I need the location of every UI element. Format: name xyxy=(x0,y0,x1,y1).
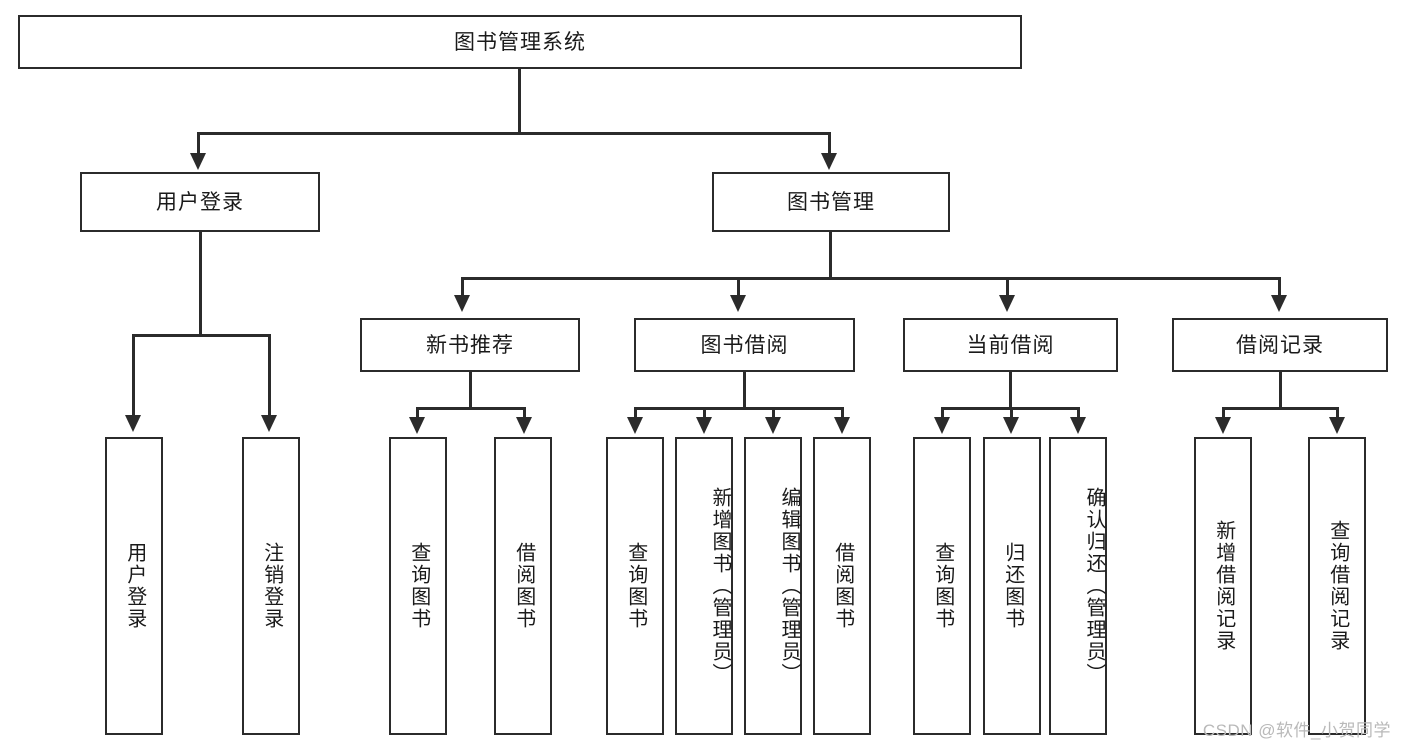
connector-book-mgmt-to-record xyxy=(1278,277,1281,299)
node-borrow-record[interactable]: 借阅记录 xyxy=(1172,318,1388,372)
connector-new-book-leaf-1 xyxy=(416,407,419,421)
arrowhead-book-mgmt-to-borrow xyxy=(730,295,746,312)
arrowhead-user-login-leaf-1 xyxy=(125,415,141,432)
leaf-borrow-record-query[interactable]: 查询借阅记录 xyxy=(1308,437,1366,735)
arrowhead-new-book-leaf-2 xyxy=(516,417,532,434)
arrowhead-current-borrow-leaf-2 xyxy=(1003,417,1019,434)
connector-new-book-leaf-2 xyxy=(523,407,526,421)
leaf-borrow-record-add[interactable]: 新增借阅记录 xyxy=(1194,437,1252,735)
connector-user-login-bar xyxy=(132,334,270,337)
node-label: 用户登录 xyxy=(123,542,146,630)
node-current-borrow[interactable]: 当前借阅 xyxy=(903,318,1118,372)
connector-user-login-stem xyxy=(199,232,202,336)
arrowhead-current-borrow-leaf-1 xyxy=(934,417,950,434)
node-label: 编辑图书（管理员） xyxy=(778,487,800,685)
arrowhead-book-mgmt-to-new-book xyxy=(454,295,470,312)
leaf-current-borrow-query[interactable]: 查询图书 xyxy=(913,437,971,735)
connector-book-borrow-bar xyxy=(634,407,844,410)
node-root-system[interactable]: 图书管理系统 xyxy=(18,15,1022,69)
node-label: 查询图书 xyxy=(407,542,430,630)
node-label: 借阅图书 xyxy=(831,542,854,630)
leaf-new-book-borrow[interactable]: 借阅图书 xyxy=(494,437,552,735)
node-label: 当前借阅 xyxy=(966,333,1055,357)
arrowhead-book-borrow-leaf-1 xyxy=(627,417,643,434)
connector-current-borrow-leaf-3 xyxy=(1077,407,1080,421)
node-label: 图书管理系统 xyxy=(454,30,586,54)
connector-current-borrow-leaf-2 xyxy=(1010,407,1013,421)
connector-borrow-record-stem xyxy=(1279,372,1282,409)
connector-book-mgmt-bar xyxy=(461,277,1281,280)
watermark-text: CSDN @软件_小贺同学 xyxy=(1202,721,1391,740)
leaf-current-borrow-confirm-return[interactable]: 确认归还（管理员） xyxy=(1049,437,1107,735)
connector-new-book-bar xyxy=(416,407,526,410)
arrowhead-book-mgmt-to-record xyxy=(1271,295,1287,312)
connector-book-mgmt-stem xyxy=(829,232,832,279)
arrowhead-borrow-record-leaf-1 xyxy=(1215,417,1231,434)
connector-current-borrow-stem xyxy=(1009,372,1012,409)
leaf-book-borrow-edit[interactable]: 编辑图书（管理员） xyxy=(744,437,802,735)
node-user-login[interactable]: 用户登录 xyxy=(80,172,320,232)
node-label: 用户登录 xyxy=(156,190,244,214)
arrowhead-root-to-user-login xyxy=(190,153,206,170)
leaf-book-borrow-add[interactable]: 新增图书（管理员） xyxy=(675,437,733,735)
connector-book-mgmt-to-current xyxy=(1006,277,1009,299)
arrowhead-root-to-book-mgmt xyxy=(821,153,837,170)
connector-borrow-record-bar xyxy=(1222,407,1339,410)
node-label: 图书管理 xyxy=(787,190,875,214)
leaf-new-book-query[interactable]: 查询图书 xyxy=(389,437,447,735)
connector-root-to-book-mgmt xyxy=(828,132,831,157)
connector-root-bar xyxy=(197,132,831,135)
connector-current-borrow-leaf-1 xyxy=(941,407,944,421)
arrowhead-book-borrow-leaf-2 xyxy=(696,417,712,434)
connector-book-mgmt-to-borrow xyxy=(737,277,740,299)
connector-book-borrow-stem xyxy=(743,372,746,409)
leaf-book-borrow-borrow[interactable]: 借阅图书 xyxy=(813,437,871,735)
node-label: 查询借阅记录 xyxy=(1326,520,1349,652)
arrowhead-book-borrow-leaf-3 xyxy=(765,417,781,434)
connector-book-borrow-leaf-1 xyxy=(634,407,637,421)
connector-book-borrow-leaf-3 xyxy=(772,407,775,421)
node-label: 借阅图书 xyxy=(512,542,535,630)
leaf-user-login-login[interactable]: 用户登录 xyxy=(105,437,163,735)
connector-root-to-user-login xyxy=(197,132,200,157)
connector-user-login-leaf-2 xyxy=(268,334,271,419)
node-label: 确认归还（管理员） xyxy=(1083,487,1105,685)
connector-root-stem xyxy=(518,69,521,134)
connector-user-login-leaf-1 xyxy=(132,334,135,419)
node-label: 归还图书 xyxy=(1001,542,1024,630)
arrowhead-book-mgmt-to-current xyxy=(999,295,1015,312)
node-label: 查询图书 xyxy=(931,542,954,630)
arrowhead-book-borrow-leaf-4 xyxy=(834,417,850,434)
connector-book-borrow-leaf-4 xyxy=(841,407,844,421)
node-new-book-recommend[interactable]: 新书推荐 xyxy=(360,318,580,372)
connector-book-borrow-leaf-2 xyxy=(703,407,706,421)
arrowhead-current-borrow-leaf-3 xyxy=(1070,417,1086,434)
node-label: 注销登录 xyxy=(260,542,283,630)
leaf-user-login-logout[interactable]: 注销登录 xyxy=(242,437,300,735)
connector-new-book-stem xyxy=(469,372,472,409)
node-label: 图书借阅 xyxy=(700,333,789,357)
node-label: 借阅记录 xyxy=(1236,333,1324,357)
node-label: 新增图书（管理员） xyxy=(709,487,731,685)
arrowhead-new-book-leaf-1 xyxy=(409,417,425,434)
connector-borrow-record-leaf-2 xyxy=(1336,407,1339,421)
node-book-borrow[interactable]: 图书借阅 xyxy=(634,318,855,372)
connector-book-mgmt-to-new-book xyxy=(461,277,464,299)
leaf-current-borrow-return[interactable]: 归还图书 xyxy=(983,437,1041,735)
node-book-management[interactable]: 图书管理 xyxy=(712,172,950,232)
connector-borrow-record-leaf-1 xyxy=(1222,407,1225,421)
node-label: 新增借阅记录 xyxy=(1212,520,1235,652)
leaf-book-borrow-query[interactable]: 查询图书 xyxy=(606,437,664,735)
arrowhead-user-login-leaf-2 xyxy=(261,415,277,432)
node-label: 新书推荐 xyxy=(426,333,514,357)
node-label: 查询图书 xyxy=(624,542,647,630)
arrowhead-borrow-record-leaf-2 xyxy=(1329,417,1345,434)
